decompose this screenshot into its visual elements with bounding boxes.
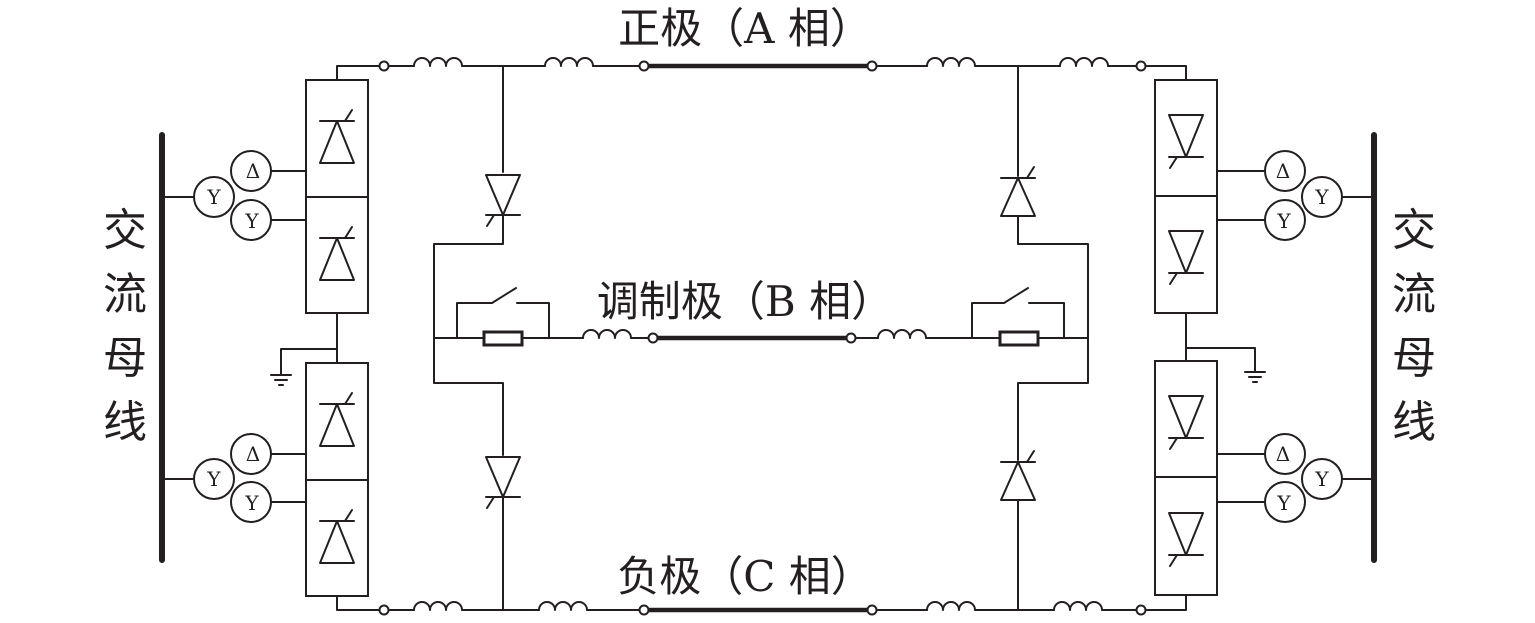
- wye-icon: Y: [1276, 209, 1291, 233]
- thyristor-icon: [1168, 230, 1204, 285]
- wye-icon: Y: [1276, 491, 1291, 515]
- inductor-icon: [413, 57, 463, 67]
- bypass-switch-icon: [491, 287, 517, 304]
- bypass-switch-icon: [1003, 287, 1029, 304]
- wye-icon: Y: [1314, 185, 1329, 209]
- inductor-icon: [926, 601, 976, 611]
- thyristor-icon: [1168, 512, 1204, 567]
- wye-icon: Y: [244, 209, 259, 233]
- wye-icon: Y: [206, 185, 221, 209]
- inductor-icon: [538, 601, 588, 611]
- delta-icon: Δ: [246, 159, 260, 183]
- thyristor-icon: [319, 509, 355, 564]
- positive-pole-label: 正极（A 相）: [618, 4, 872, 53]
- inductor-icon: [1053, 601, 1103, 611]
- wye-icon: Y: [244, 491, 259, 515]
- ground-icon: [1244, 371, 1266, 383]
- modulation-pole-label: 调制极（B 相）: [597, 277, 893, 326]
- transformer-left-upper: Y Δ Y: [161, 150, 307, 241]
- ac-bus-label-left: 交流母线: [103, 205, 147, 448]
- valve-box: [1154, 360, 1218, 478]
- ac-bus-label-right: 交流母线: [1392, 205, 1436, 448]
- transformer-left-lower: Y Δ Y: [161, 433, 307, 523]
- left-modulation-bridge: [433, 65, 1001, 611]
- right-modulation-bridge: [971, 65, 1089, 611]
- valve-box: [1154, 195, 1218, 314]
- thyristor-icon: [319, 109, 355, 164]
- delta-icon: Δ: [246, 442, 260, 466]
- transformer-right-upper: Y Δ Y: [1216, 150, 1375, 241]
- thyristor-icon: [319, 226, 355, 281]
- valve-box: [305, 196, 369, 314]
- wye-icon: Y: [206, 467, 221, 491]
- delta-icon: Δ: [1276, 159, 1290, 183]
- transformer-right-lower: Y Δ Y: [1216, 433, 1375, 523]
- inductor-icon: [1059, 57, 1109, 67]
- negative-pole-line: [378, 601, 1147, 616]
- valve-box: [305, 362, 369, 481]
- negative-pole-label: 负极（C 相）: [617, 552, 873, 601]
- inductor-icon: [582, 329, 632, 339]
- inductor-icon: [413, 601, 463, 611]
- resistor-icon: [482, 330, 524, 347]
- inductor-icon: [544, 57, 594, 67]
- positive-pole-line: [378, 57, 1147, 72]
- wye-icon: Y: [1314, 467, 1329, 491]
- thyristor-icon: [1168, 114, 1204, 169]
- ground-icon: [270, 374, 292, 386]
- inductor-icon: [926, 57, 976, 67]
- converter-right: [1144, 65, 1266, 611]
- valve-box: [1154, 476, 1218, 596]
- delta-icon: Δ: [1276, 442, 1290, 466]
- valve-box: [305, 479, 369, 597]
- inductor-icon: [877, 329, 927, 339]
- valve-box: [305, 79, 369, 198]
- thyristor-icon: [1168, 395, 1204, 450]
- valve-box: [1154, 79, 1218, 197]
- thyristor-icon: [319, 392, 355, 447]
- converter-left: [270, 65, 381, 611]
- resistor-icon: [998, 330, 1040, 347]
